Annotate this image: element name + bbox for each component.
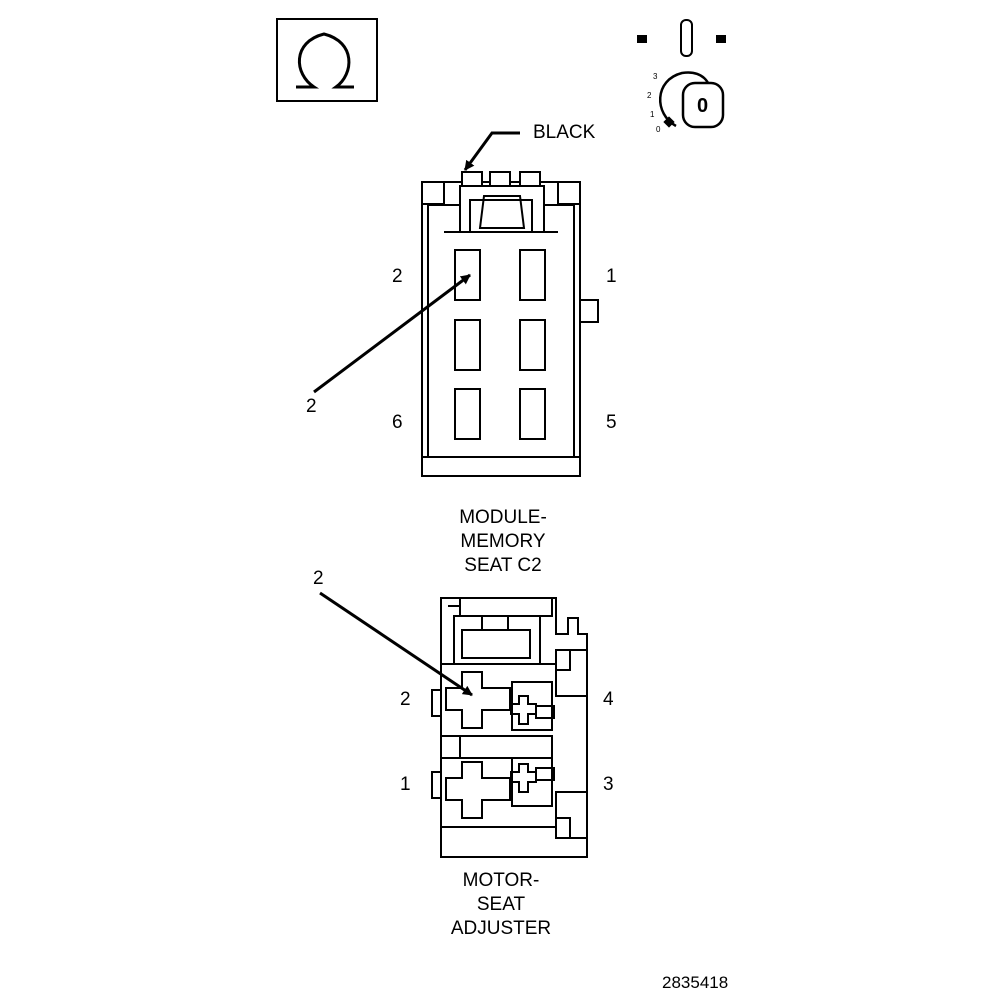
top-callout-number: 2 — [306, 396, 317, 417]
bottom-connector-title: MOTOR- SEAT ADJUSTER — [450, 870, 552, 939]
ignition-position-1: 1 — [650, 110, 655, 119]
pin-label-2-top: 2 — [392, 266, 403, 287]
top-connector-title: MODULE- MEMORY SEAT C2 — [459, 507, 547, 576]
bottom-callout-number: 2 — [313, 568, 324, 589]
pin-label-3-bottom: 3 — [603, 774, 614, 795]
pin-label-4-bottom: 4 — [603, 689, 614, 710]
pin-label-2-bottom: 2 — [400, 689, 411, 710]
pin-label-6-top: 6 — [392, 412, 403, 433]
ignition-position-2: 2 — [647, 91, 652, 100]
black-label-leader — [463, 131, 520, 171]
bottom-callout-leader — [319, 591, 473, 697]
pin-label-1-top: 1 — [606, 266, 617, 287]
pin-label-1-bottom: 1 — [400, 774, 411, 795]
ignition-key-label: 0 — [697, 95, 709, 117]
ignition-position-0: 0 — [656, 125, 661, 134]
ignition-position-3: 3 — [653, 72, 658, 81]
module-memory-seat-c2-connector — [421, 171, 599, 477]
color-label-black: BLACK — [533, 122, 596, 143]
figure-id: 2835418 — [662, 973, 729, 992]
pin-label-5-top: 5 — [606, 412, 617, 433]
ignition-key-icon — [637, 19, 726, 129]
top-callout-leader — [313, 273, 471, 394]
motor-seat-adjuster-connector — [431, 597, 588, 858]
omega-symbol-icon — [276, 18, 378, 102]
